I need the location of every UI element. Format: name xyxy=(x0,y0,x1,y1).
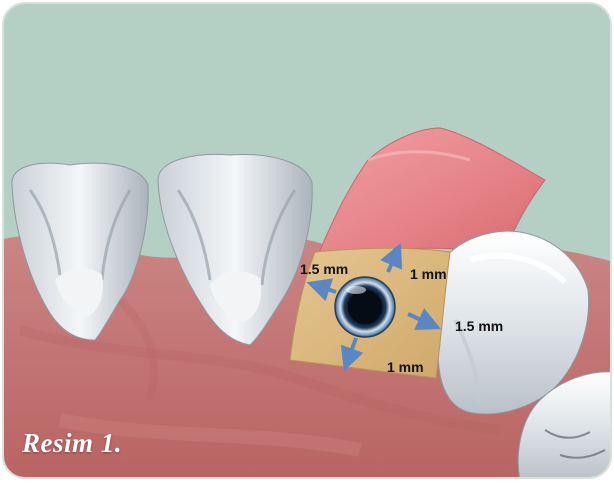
label-bottom: 1 mm xyxy=(387,359,424,375)
figure-caption: Resim 1. xyxy=(22,428,122,459)
label-top-left: 1.5 mm xyxy=(300,261,348,277)
label-top-right: 1 mm xyxy=(410,266,447,282)
implant-icon xyxy=(335,277,395,337)
label-right: 1.5 mm xyxy=(455,318,503,334)
